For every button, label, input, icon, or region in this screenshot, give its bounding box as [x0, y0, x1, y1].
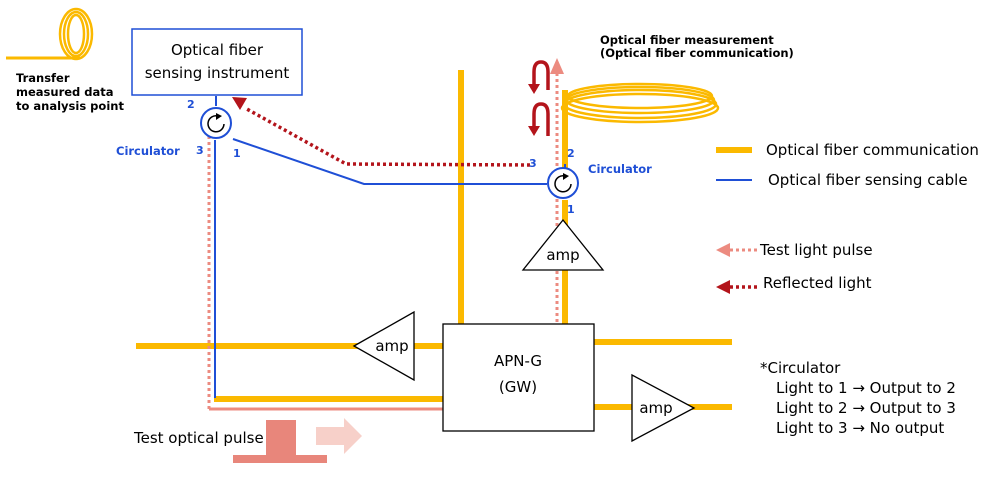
reflected-arrowhead [232, 97, 247, 110]
amp-upper [521, 218, 605, 271]
amp-upper-label: amp [546, 246, 579, 264]
circulator-note-rule3: Light to 3 → No output [776, 419, 944, 437]
circulator-right-label: Circulator [588, 162, 652, 176]
amp-middle [352, 310, 415, 382]
fiber-coil-left [6, 7, 94, 61]
transfer-note-line2: measured data [16, 85, 114, 99]
transfer-note-line3: to analysis point [16, 99, 124, 113]
circulator-left-port2: 2 [187, 98, 195, 111]
circulator-left-port3: 3 [196, 144, 204, 157]
measurement-note-line1: Optical fiber measurement [600, 33, 774, 47]
circulator-right-port3: 3 [529, 157, 537, 170]
legend-communication: Optical fiber communication [766, 141, 979, 159]
circulator-right-port2: 2 [567, 147, 575, 160]
circulator-note-rule2: Light to 2 → Output to 3 [776, 399, 956, 417]
sensing-instrument-box [131, 28, 303, 96]
instrument-label-line1: Optical fiber [171, 41, 264, 59]
test-pulse-shape [233, 420, 327, 463]
legend-sensing: Optical fiber sensing cable [768, 171, 968, 189]
circulator-note-title: *Circulator [760, 359, 841, 377]
gateway-label-line2: (GW) [499, 378, 537, 396]
instrument-label-line2: sensing instrument [145, 64, 290, 82]
fiber-coil-right [560, 82, 720, 124]
circulator-left-label: Circulator [116, 144, 180, 158]
circulator-note: *Circulator Light to 1 → Output to 2 Lig… [760, 359, 956, 437]
circulator-left-port1: 1 [233, 147, 241, 160]
hook-arrowhead-1 [528, 84, 540, 94]
amp-lower [631, 373, 696, 443]
amp-lower-label: amp [639, 399, 672, 417]
reflected-path [244, 106, 531, 167]
circulator-right [547, 167, 579, 199]
legend-reflected: Reflected light [763, 274, 872, 292]
circulator-right-port1: 1 [567, 203, 575, 216]
test-pulse-arrowhead-vertical [550, 58, 564, 74]
measurement-note-line2: (Optical fiber communication) [600, 46, 794, 60]
test-pulse-label: Test optical pulse [133, 429, 264, 447]
gateway-label-line1: APN-G [494, 352, 542, 370]
amp-middle-label: amp [375, 337, 408, 355]
transfer-note-line1: Transfer [16, 71, 70, 85]
circulator-left [200, 107, 232, 139]
circulator-note-rule1: Light to 1 → Output to 2 [776, 379, 956, 397]
reflection-hooks [532, 60, 550, 136]
sensing-cable [214, 96, 566, 398]
hook-arrowhead-2 [528, 126, 540, 136]
legend-test-pulse: Test light pulse [759, 241, 873, 259]
test-pulse-direction-arrow [316, 418, 362, 454]
gateway-box [442, 323, 595, 432]
legend: Optical fiber communication Optical fibe… [716, 141, 979, 294]
